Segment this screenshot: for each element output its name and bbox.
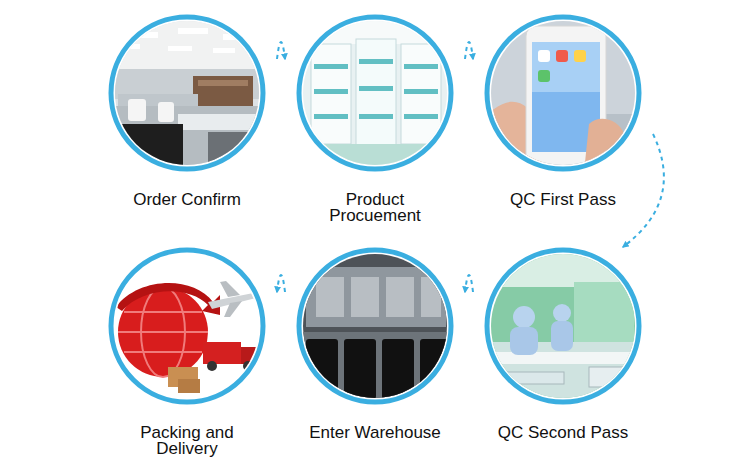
flow-arrow xyxy=(465,275,473,292)
process-circle: Packing and Delivery xyxy=(97,247,277,457)
step-photo xyxy=(108,247,266,405)
step-label: Product Procuement xyxy=(313,192,438,224)
flow-arrow xyxy=(277,42,285,59)
flow-arrow xyxy=(623,134,664,247)
process-circle: QC Second Pass xyxy=(473,247,653,441)
step-photo xyxy=(484,247,642,405)
process-circle: Enter Warehouse xyxy=(285,247,465,441)
process-circle: Order Confirm xyxy=(97,14,277,208)
step-label: Enter Warehouse xyxy=(290,425,460,441)
step-label: Packing and Delivery xyxy=(127,425,247,457)
process-circle: QC First Pass xyxy=(473,14,653,208)
step-photo xyxy=(296,247,454,405)
flow-arrow xyxy=(277,275,285,292)
process-circle: Product Procuement xyxy=(285,14,465,224)
step-photo xyxy=(484,14,642,172)
step-photo xyxy=(296,14,454,172)
step-label: QC Second Pass xyxy=(478,425,648,441)
step-label: Order Confirm xyxy=(102,192,272,208)
step-label: QC First Pass xyxy=(478,192,648,208)
flow-arrow xyxy=(465,42,473,59)
step-photo xyxy=(108,14,266,172)
